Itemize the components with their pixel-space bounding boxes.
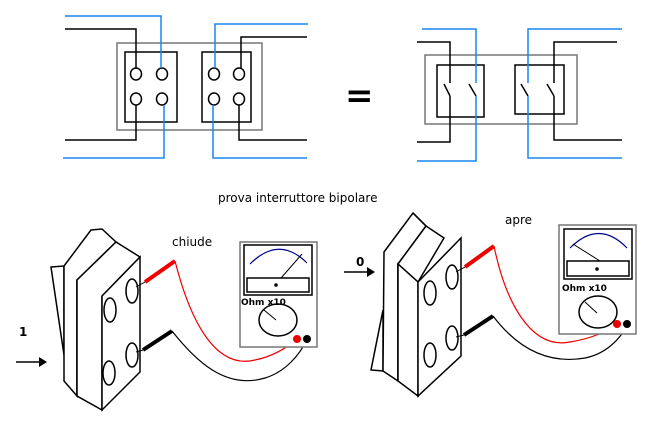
black-jack: [623, 320, 631, 328]
blue-wire: [214, 23, 308, 68]
black-wire: [238, 105, 307, 141]
black-jack: [303, 335, 311, 343]
probe-tip: [135, 349, 144, 353]
blue-wire: [527, 28, 622, 83]
rocker-lever: [50, 265, 65, 356]
meter-range-label: Ohm x10: [241, 298, 286, 308]
red-jack: [613, 320, 621, 328]
terminal: [207, 67, 221, 81]
dial-pointer: [263, 309, 277, 321]
black-wire: [553, 41, 617, 83]
terminal-wiring-diagram: [63, 15, 308, 159]
probe-tip: [135, 281, 146, 288]
black-wire: [553, 96, 622, 141]
diagram-title: prova interruttore bipolare: [218, 191, 377, 205]
terminal: [232, 67, 246, 81]
range-dial: [578, 295, 618, 329]
meter-range-label: Ohm x10: [562, 284, 607, 294]
state-label-closes: chiude: [172, 235, 212, 249]
needle-pivot: [274, 283, 278, 287]
probe-tip: [455, 334, 465, 338]
meter-needle: [280, 253, 303, 279]
switch-body-2: [514, 64, 565, 115]
position-label-1: 1: [19, 325, 27, 339]
test-open: [344, 211, 628, 398]
switch-contact: [468, 83, 477, 97]
terminal: [129, 92, 143, 106]
black-wire: [65, 105, 137, 141]
black-probe: [462, 314, 495, 337]
plate-frame: [116, 42, 263, 131]
terminal: [155, 67, 169, 81]
blue-wire: [417, 96, 477, 162]
switch-contact: [520, 83, 529, 97]
dial-pointer: [584, 301, 598, 314]
terminal: [155, 92, 169, 106]
scale-arc: [569, 233, 628, 249]
meter-window: [246, 277, 310, 293]
switch-body-1: [124, 51, 178, 123]
meter-window: [566, 260, 630, 277]
switch-contact: [546, 83, 555, 97]
black-lead: [171, 330, 308, 382]
terminal-hole: [125, 278, 139, 304]
switch-body-2: [201, 51, 252, 123]
meter-display: [243, 244, 313, 296]
arrow-icon: [39, 357, 47, 367]
rocker-lever: [370, 309, 384, 372]
needle-pivot: [595, 267, 599, 271]
arrow-icon: [367, 267, 375, 277]
scale-arc: [249, 248, 308, 265]
meter-display: [563, 228, 633, 280]
red-jack: [293, 335, 301, 343]
terminal-hole: [125, 342, 139, 368]
schematic-diagram: [417, 28, 622, 162]
equals-sign: =: [345, 76, 374, 116]
meter-needle: [572, 243, 601, 262]
terminal: [129, 67, 143, 81]
terminal-hole: [103, 297, 117, 323]
state-label-opens: apre: [505, 213, 532, 227]
blue-wire: [65, 15, 162, 68]
ohmmeter-right: [558, 224, 637, 335]
body-edge: [412, 212, 427, 227]
switch-contact: [443, 83, 451, 97]
black-wire: [240, 36, 307, 68]
black-lead: [492, 315, 628, 360]
red-probe: [143, 259, 177, 284]
switch-front: [397, 262, 419, 398]
range-dial: [258, 303, 298, 337]
plate-frame: [424, 54, 578, 125]
terminals: [129, 67, 246, 106]
blue-wire: [527, 96, 622, 159]
black-probe: [141, 329, 174, 352]
terminal-hole: [445, 325, 459, 351]
terminal: [232, 92, 246, 106]
blue-wire: [212, 105, 307, 159]
switch-terminal-face: [417, 236, 462, 398]
ohmmeter-left: [239, 241, 318, 348]
blue-wire: [422, 28, 477, 83]
terminal-hole: [445, 264, 459, 290]
red-probe: [463, 244, 496, 269]
black-wire: [417, 96, 451, 143]
switch-body-1: [436, 64, 485, 118]
black-wire: [417, 41, 451, 83]
terminal: [207, 92, 221, 106]
switch-terminal-face: [101, 255, 141, 412]
terminal-hole: [423, 280, 437, 306]
test-closed: [16, 228, 308, 412]
probe-tip: [455, 266, 466, 273]
terminal-hole: [423, 342, 437, 368]
terminal-hole: [102, 360, 116, 386]
position-label-0: 0: [356, 255, 364, 269]
blue-wire: [63, 105, 165, 159]
black-wire: [65, 28, 137, 68]
